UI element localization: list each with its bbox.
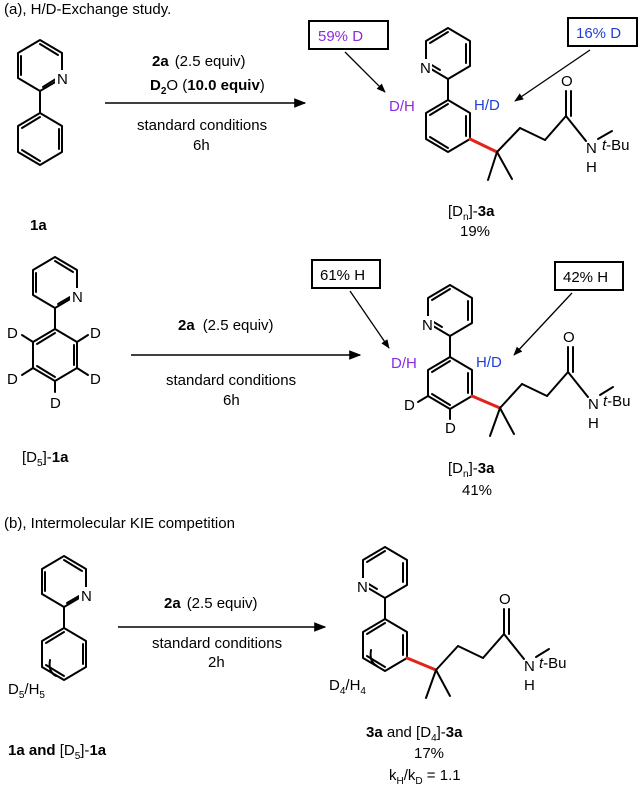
- deuterium-label: D: [90, 325, 101, 342]
- site-right-label-1: H/D: [474, 97, 500, 114]
- section-b-heading: (b), Intermolecular KIE competition: [4, 515, 235, 532]
- yield-1: 19%: [460, 223, 490, 240]
- pointer-arrow-left-2: [349, 290, 390, 349]
- rxn1-reagent2: D2O (10.0 equiv): [150, 77, 265, 97]
- box-42-h-text: 42% H: [563, 269, 608, 286]
- amide-h-label: H: [586, 159, 597, 176]
- box-61-h: [311, 259, 381, 289]
- box-16-d: [567, 17, 638, 47]
- site-left-label-1: D/H: [389, 98, 415, 115]
- oxygen-label: O: [499, 591, 511, 608]
- yield-2: 41%: [462, 482, 492, 499]
- sm-1a-mixture-structure: N: [41, 555, 93, 681]
- rxn3-cond2: 2h: [208, 654, 225, 671]
- rxn2-cond1: standard conditions: [166, 372, 296, 389]
- box-42-h: [554, 261, 624, 291]
- box-59-d: [308, 20, 389, 50]
- rxn3-reagent: 2a(2.5 equiv): [164, 595, 258, 612]
- oxygen-label: O: [561, 73, 573, 90]
- pointer-arrow-right-2: [513, 292, 573, 356]
- yield-3: 17%: [414, 745, 444, 762]
- amide-h-label: H: [524, 677, 535, 694]
- product-label-2: [Dn]-3a: [448, 460, 495, 480]
- deuterium-label: D: [404, 397, 415, 414]
- rxn3-cond1: standard conditions: [152, 635, 282, 652]
- pointer-arrow-left-1: [344, 51, 386, 93]
- nitrogen-label: N: [357, 579, 368, 596]
- sm-substituent-label: D5/H5: [8, 681, 45, 701]
- product-label-3: 3a and [D4]-3a: [366, 724, 463, 744]
- kie-value: kH/kD = 1.1: [389, 767, 461, 787]
- amide-n-label: N: [524, 658, 535, 675]
- rxn1-cond1: standard conditions: [137, 117, 267, 134]
- site-right-label-2: H/D: [476, 354, 502, 371]
- section-a-heading: (a), H/D-Exchange study.: [4, 1, 171, 18]
- deuterium-label: D: [90, 371, 101, 388]
- nitrogen-label: N: [420, 60, 431, 77]
- deuterium-label: D: [445, 420, 456, 437]
- tbu-label: t-Bu: [539, 655, 567, 672]
- deuterium-label: D: [7, 325, 18, 342]
- rxn1-cond2: 6h: [193, 137, 210, 154]
- nitrogen-label: N: [81, 588, 92, 605]
- oxygen-label: O: [563, 329, 575, 346]
- box-59-d-text: 59% D: [318, 28, 363, 45]
- box-61-h-text: 61% H: [320, 267, 365, 284]
- prod-substituent-label: D4/H4: [329, 677, 366, 697]
- tbu-label: t-Bu: [602, 137, 630, 154]
- sm-d5-1a-label: [D5]-1a: [22, 449, 69, 469]
- rxn2-cond2: 6h: [223, 392, 240, 409]
- sm-1a-label: 1a: [30, 217, 47, 234]
- product-label-1: [Dn]-3a: [448, 203, 495, 223]
- sm-1a-structure: N: [17, 39, 69, 166]
- amide-h-label: H: [588, 415, 599, 432]
- box-16-d-text: 16% D: [576, 25, 621, 42]
- sm-d5-1a-structure: N: [21, 256, 89, 393]
- pointer-arrow-right-1: [514, 49, 591, 102]
- product-3a-structure-1: N: [418, 27, 613, 181]
- product-3a-structure-3: N: [355, 546, 550, 699]
- amide-n-label: N: [586, 140, 597, 157]
- nitrogen-label: N: [422, 317, 433, 334]
- site-left-label-2: D/H: [391, 355, 417, 372]
- tbu-label: t-Bu: [603, 393, 631, 410]
- sm-mixture-label: 1a and [D5]-1a: [8, 742, 107, 762]
- nitrogen-label: N: [57, 71, 68, 88]
- rxn1-reagent: 2a(2.5 equiv): [152, 53, 246, 70]
- product-3a-structure-2: N: [417, 284, 614, 437]
- nitrogen-label: N: [72, 289, 83, 306]
- deuterium-label: D: [50, 395, 61, 412]
- rxn2-reagent: 2a(2.5 equiv): [178, 317, 274, 334]
- amide-n-label: N: [588, 396, 599, 413]
- deuterium-label: D: [7, 371, 18, 388]
